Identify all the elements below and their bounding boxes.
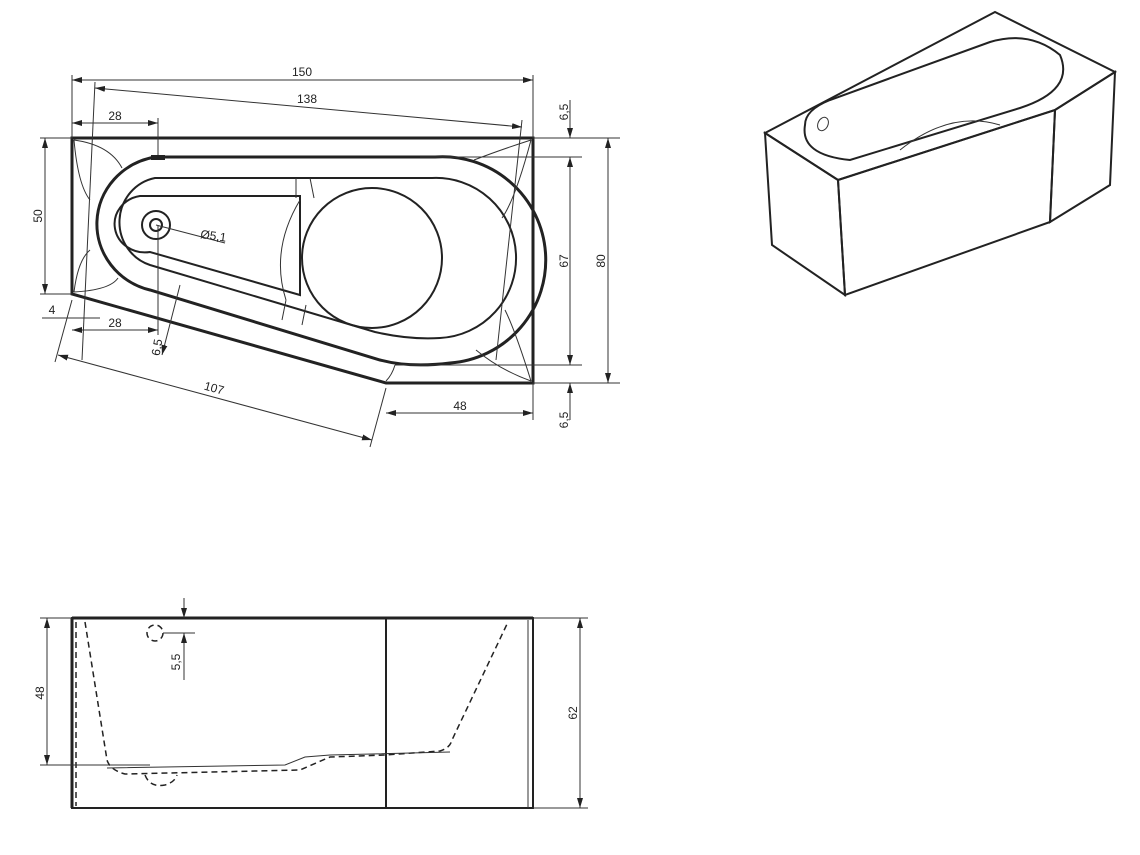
bowl-outer-rim [95,155,548,367]
isometric-view [763,10,1118,297]
dim-50: 50 [31,209,45,223]
dim-6-5-bottom: 6,5 [557,411,571,428]
dim-6-5-top: 6,5 [557,103,571,120]
drain-outline [144,774,178,787]
iso-bowl [803,37,1065,162]
side-view-outline [71,617,534,809]
iso-top-rim [763,10,1118,182]
dimension-lines [40,75,620,448]
side-view: 48 62 5,5 [33,598,588,809]
dim-48-side: 48 [33,686,47,700]
overflow-mark [151,155,165,160]
dim-6-5-diag: 6,5 [149,338,166,357]
bowl-floor-line [106,751,451,769]
iso-right-face [1048,70,1117,224]
dim-67: 67 [557,254,571,268]
dim-28-top: 28 [108,109,122,123]
dim-drain-diameter: Ø5,1 [200,227,228,245]
dim-150: 150 [292,65,312,79]
top-view-outline [70,136,535,385]
corner-petals [73,139,532,382]
backrest-circle [301,187,443,329]
dim-5-5: 5,5 [169,653,183,670]
bowl-hidden-line [84,621,509,775]
overflow-circle [146,624,164,642]
dim-48-top: 48 [453,399,467,413]
dim-107: 107 [203,379,226,398]
iso-backrest [899,120,1001,151]
dim-80: 80 [594,254,608,268]
drain-outer [141,210,171,240]
drain-inner [149,218,163,232]
bowl-inner-rim [118,176,518,340]
dim-138: 138 [297,92,317,106]
bowl-floor [113,195,301,297]
iso-front-face [836,108,1057,297]
armrest-lines [279,177,315,326]
iso-overflow-icon [817,116,829,132]
dim-4: 4 [49,303,56,317]
dim-28-bottom: 28 [108,316,122,330]
top-view: 150 138 28 50 4 28 6,5 107 48 6,5 67 80 … [31,65,620,448]
dim-62: 62 [566,706,580,720]
